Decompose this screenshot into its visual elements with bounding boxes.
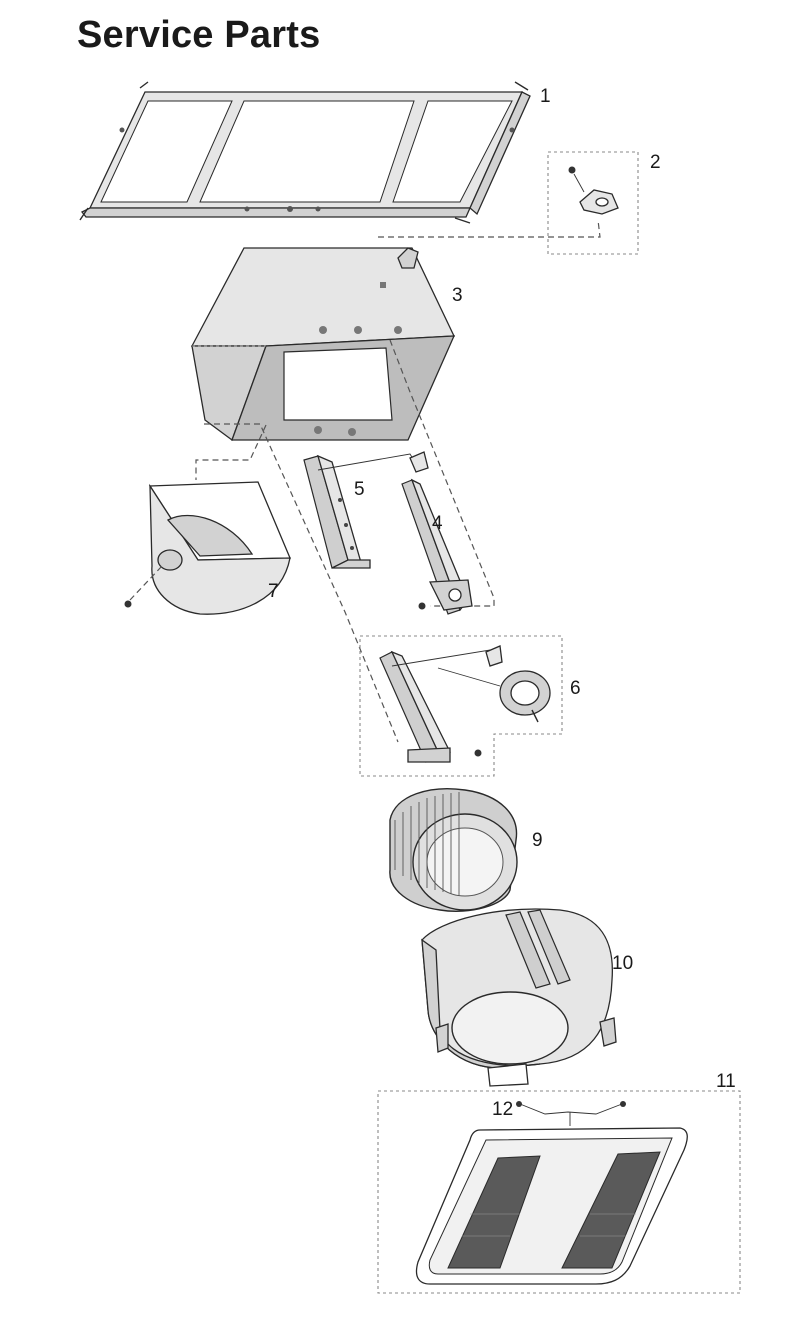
- part-number-9: 9: [532, 830, 543, 851]
- blower-scroll-icon: [421, 908, 617, 1087]
- grille-spring-icon: [516, 1101, 626, 1126]
- grille-icon: [377, 1090, 741, 1294]
- part-number-12: 12: [492, 1099, 513, 1120]
- part-number-1: 1: [540, 86, 551, 107]
- blower-wheel-icon: [389, 788, 518, 912]
- housing-box-icon: [190, 247, 456, 442]
- part-number-3: 3: [452, 285, 463, 306]
- part-number-11: 11: [716, 1071, 736, 1092]
- alignment-lines: [195, 339, 495, 743]
- bracket-clip-icon: [378, 151, 639, 255]
- part-number-2: 2: [650, 152, 661, 173]
- page-title: Service Parts: [77, 14, 321, 56]
- wiring-bracket-icon: [303, 451, 429, 569]
- part-number-5: 5: [354, 479, 365, 500]
- motor-bracket-icon: [401, 478, 473, 615]
- part-number-7: 7: [268, 581, 279, 602]
- motor-assembly-icon: [359, 635, 563, 777]
- part-number-10: 10: [612, 953, 633, 974]
- part-number-4: 4: [432, 513, 443, 534]
- part-number-6: 6: [570, 678, 581, 699]
- mounting-frame-icon: [79, 81, 531, 224]
- damper-duct-icon: [124, 481, 291, 615]
